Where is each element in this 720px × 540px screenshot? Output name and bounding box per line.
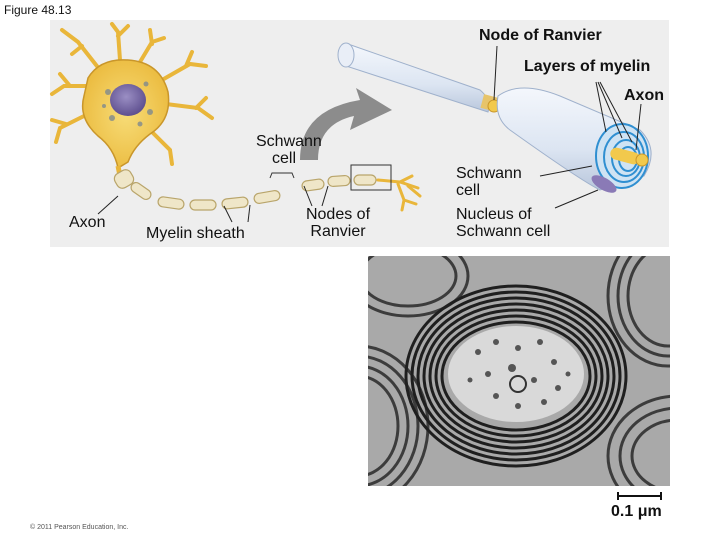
neuron-nucleus — [110, 84, 146, 116]
enlarged-axon — [337, 42, 652, 193]
label-layers-of-myelin: Layers of myelin — [524, 58, 651, 75]
copyright-notice: © 2011 Pearson Education, Inc. — [30, 524, 129, 531]
label-myelin-sheath: Myelin sheath — [146, 225, 245, 242]
zoom-arrow — [300, 88, 392, 160]
leader-lines — [97, 45, 642, 223]
label-nucleus-line2: Schwann cell — [456, 223, 551, 240]
dendrites — [50, 22, 214, 166]
label-axon-left: Axon — [69, 214, 106, 231]
label-schwann-cell-left: Schwann cell — [256, 133, 322, 167]
label-schwann-cell-left-line1: Schwann — [256, 133, 322, 150]
organelles — [102, 81, 153, 127]
electron-micrograph — [368, 256, 670, 486]
label-node-of-ranvier: Node of Ranvier — [479, 27, 602, 44]
axon-core-dot — [635, 153, 649, 167]
schwann-bracket — [269, 172, 295, 179]
label-nucleus-schwann-cell: Nucleus of Schwann cell — [456, 206, 550, 240]
label-schwann-cell-left-line2: cell — [271, 150, 296, 167]
label-schwann-cell-right-line2: cell — [456, 182, 481, 199]
scale-label: 0.1 μm — [611, 503, 662, 520]
axon-terminals — [376, 174, 422, 212]
label-nodes-of-ranvier: Nodes of Ranvier — [296, 206, 380, 240]
myelin-segments — [113, 169, 377, 211]
zoom-box — [350, 164, 392, 191]
figure-label: Figure 48.13 — [4, 3, 72, 17]
label-axon-right: Axon — [624, 87, 664, 104]
scale-bar — [617, 492, 662, 500]
label-schwann-cell-right: Schwann cell — [456, 165, 522, 199]
label-nucleus-line1: Nucleus of — [456, 206, 532, 223]
label-nodes-of-ranvier-line2: Ranvier — [310, 223, 366, 240]
label-schwann-cell-right-line1: Schwann — [456, 165, 522, 182]
schwann-nucleus — [591, 175, 617, 193]
label-nodes-of-ranvier-line1: Nodes of — [305, 206, 371, 223]
micrograph-svg — [368, 256, 670, 486]
